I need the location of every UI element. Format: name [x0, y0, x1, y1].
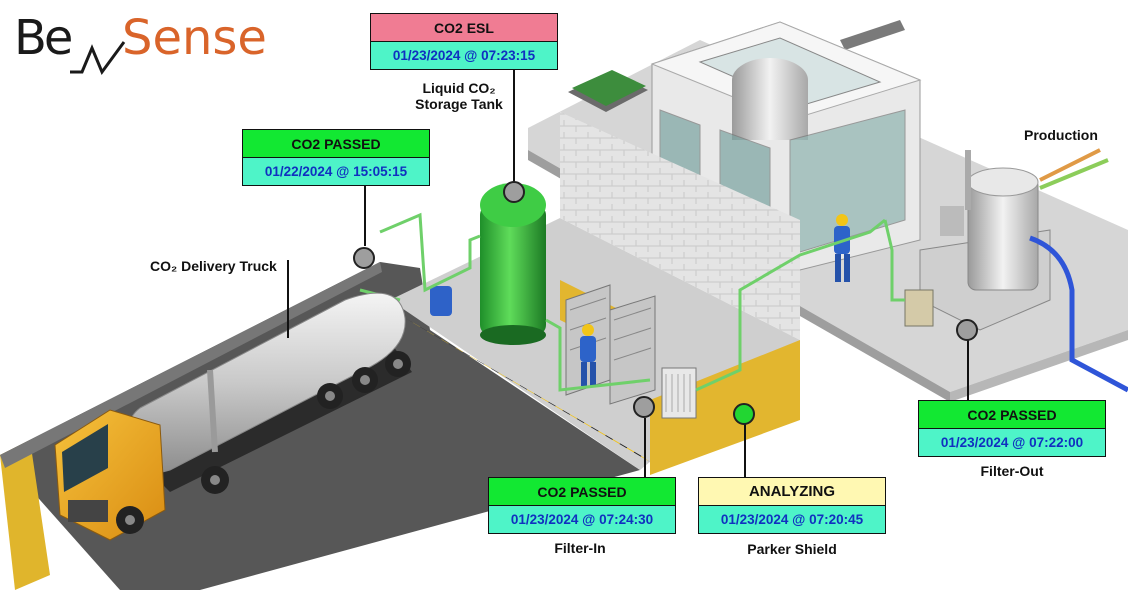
- sensor-parker-shield[interactable]: [733, 403, 755, 425]
- leader-line-parker-shield: [744, 424, 746, 478]
- delivery-truck-caption: CO₂ Delivery Truck: [150, 258, 277, 274]
- storage-tank-status: CO2 ESL: [371, 14, 557, 42]
- filter-out-caption: Filter-Out: [980, 463, 1044, 479]
- filter-in-timestamp: 01/23/2024 @ 07:24:30: [489, 506, 675, 533]
- parker-shield-status-panel[interactable]: ANALYZING 01/23/2024 @ 07:20:45: [698, 477, 886, 534]
- filter-out-status-panel[interactable]: CO2 PASSED 01/23/2024 @ 07:22:00: [918, 400, 1106, 457]
- leader-line-delivery-truck: [364, 186, 366, 246]
- storage-tank-caption-line1: Liquid CO₂: [422, 80, 496, 96]
- storage-tank-status-panel[interactable]: CO2 ESL 01/23/2024 @ 07:23:15: [370, 13, 558, 70]
- filter-in-caption: Filter-In: [554, 540, 606, 556]
- storage-tank-timestamp: 01/23/2024 @ 07:23:15: [371, 42, 557, 69]
- logo-sense-text: Sense: [122, 10, 267, 66]
- production-label: Production: [1024, 127, 1098, 143]
- logo-wave-icon: [70, 41, 126, 76]
- storage-tank-caption-line2: Storage Tank: [415, 96, 503, 112]
- delivery-truck-status: CO2 PASSED: [243, 130, 429, 158]
- parker-shield-status: ANALYZING: [699, 478, 885, 506]
- sensor-filter-in[interactable]: [633, 396, 655, 418]
- leader-line-filter-out: [967, 340, 969, 402]
- filter-in-status-panel[interactable]: CO2 PASSED 01/23/2024 @ 07:24:30: [488, 477, 676, 534]
- sensor-storage-tank[interactable]: [503, 181, 525, 203]
- filter-out-timestamp: 01/23/2024 @ 07:22:00: [919, 429, 1105, 456]
- worker-tank-room: [580, 324, 596, 386]
- parker-shield-timestamp: 01/23/2024 @ 07:20:45: [699, 506, 885, 533]
- production-tank: [904, 148, 1128, 393]
- co2-storage-tank-graphic: [480, 183, 546, 345]
- storage-tank-caption: Liquid CO₂ Storage Tank: [404, 80, 514, 112]
- besense-logo: Be Sense: [10, 8, 270, 78]
- delivery-truck-status-panel[interactable]: CO2 PASSED 01/22/2024 @ 15:05:15: [242, 129, 430, 186]
- leader-line-truck-caption: [287, 260, 289, 338]
- conveyor-line: [568, 20, 905, 112]
- sensor-delivery-truck[interactable]: [353, 247, 375, 269]
- co2-delivery-truck-graphic: [54, 292, 412, 541]
- leader-line-storage-tank: [513, 70, 515, 185]
- sensor-filter-out[interactable]: [956, 319, 978, 341]
- filter-out-status: CO2 PASSED: [919, 401, 1105, 429]
- cylinder-racks: [565, 284, 656, 405]
- leader-line-filter-in: [644, 418, 646, 478]
- filter-units: [430, 286, 697, 419]
- co2-pipelines: [359, 212, 905, 392]
- logo-be-text: Be: [14, 10, 73, 66]
- filter-in-status: CO2 PASSED: [489, 478, 675, 506]
- parker-shield-caption: Parker Shield: [747, 541, 837, 557]
- delivery-truck-timestamp: 01/22/2024 @ 15:05:15: [243, 158, 429, 185]
